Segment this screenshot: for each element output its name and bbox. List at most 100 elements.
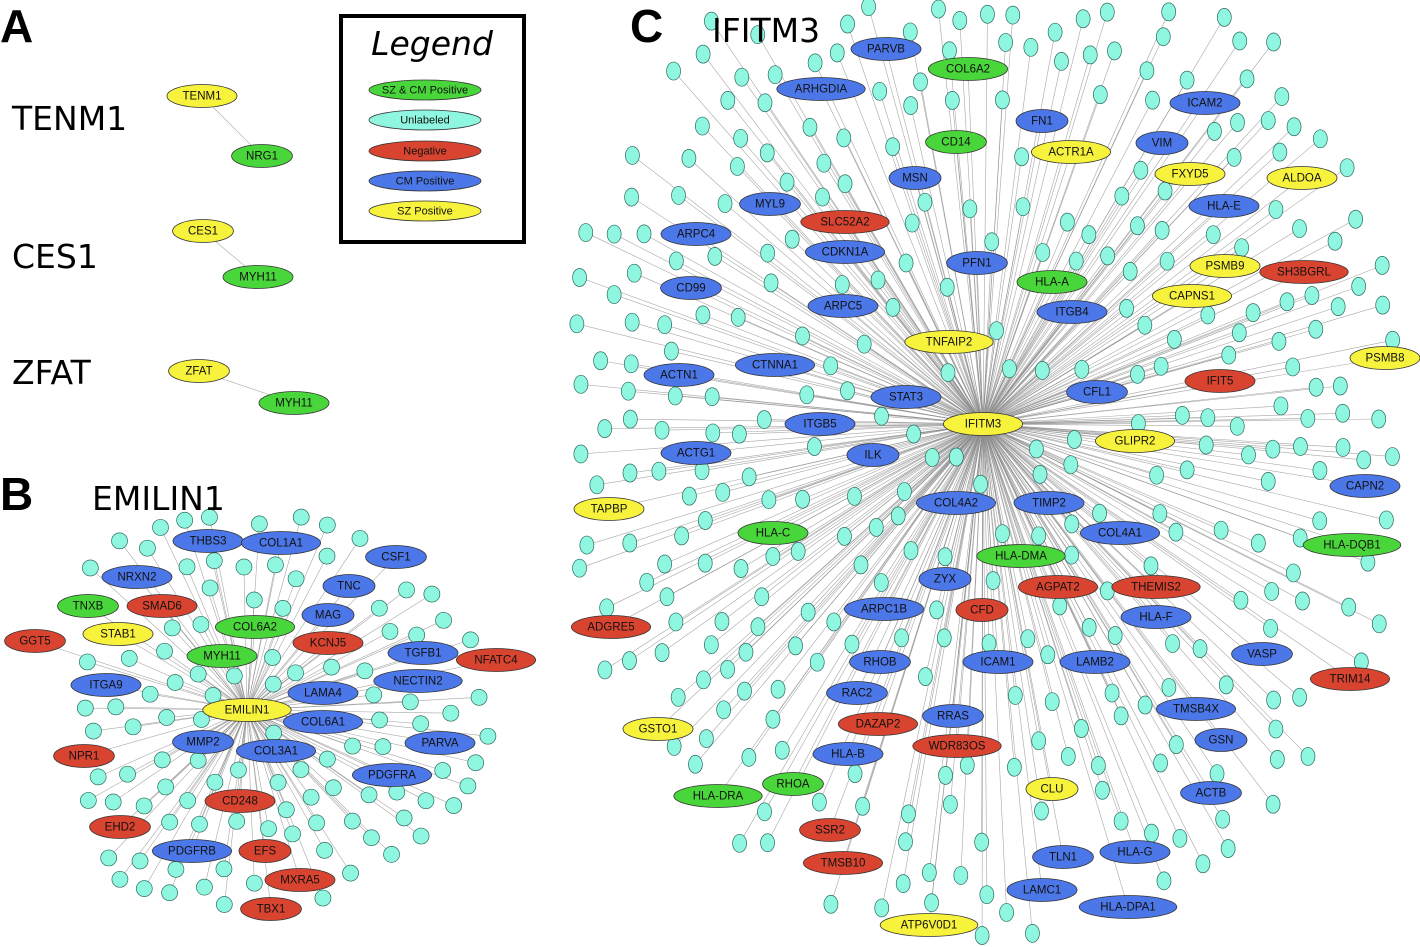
unlabeled-node[interactable] [215,896,233,913]
node-glipr2[interactable]: GLIPR2 [1095,429,1176,453]
unlabeled-node[interactable] [1218,675,1234,695]
unlabeled-node[interactable] [1020,629,1036,649]
unlabeled-node[interactable] [754,587,770,607]
unlabeled-node[interactable] [654,420,670,440]
unlabeled-node[interactable] [267,556,284,574]
unlabeled-node[interactable] [1168,522,1184,542]
unlabeled-node[interactable] [811,792,827,812]
unlabeled-node[interactable] [1081,225,1097,244]
unlabeled-node[interactable] [284,825,301,843]
unlabeled-node[interactable] [205,552,223,570]
unlabeled-node[interactable] [666,61,681,81]
unlabeled-node[interactable] [111,870,129,888]
node-slc52a2[interactable]: SLC52A2 [800,210,890,234]
unlabeled-node[interactable] [756,410,772,429]
unlabeled-node[interactable] [816,153,832,173]
node-tnc[interactable]: TNC [322,574,376,598]
node-stat3[interactable]: STAT3 [870,385,942,409]
unlabeled-node[interactable] [1149,465,1164,485]
node-rac2[interactable]: RAC2 [826,681,888,705]
unlabeled-node[interactable] [1161,678,1177,697]
unlabeled-node[interactable] [1092,503,1107,523]
unlabeled-node[interactable] [606,224,622,244]
node-zyx[interactable]: ZYX [918,567,972,591]
unlabeled-node[interactable] [962,199,978,219]
node-timp2[interactable]: TIMP2 [1013,491,1085,515]
unlabeled-node[interactable] [277,801,295,819]
node-nrxn2[interactable]: NRXN2 [101,565,173,589]
node-vim[interactable]: VIM [1135,131,1189,155]
unlabeled-node[interactable] [141,685,159,703]
unlabeled-node[interactable] [1092,85,1108,104]
node-rhob[interactable]: RHOB [849,650,911,674]
node-mmp2[interactable]: MMP2 [172,730,234,754]
node-rras[interactable]: RRAS [922,704,984,728]
unlabeled-node[interactable] [917,192,933,212]
unlabeled-node[interactable] [906,424,922,444]
unlabeled-node[interactable] [467,754,485,772]
unlabeled-node[interactable] [823,356,839,376]
unlabeled-node[interactable] [704,387,720,407]
unlabeled-node[interactable] [1060,747,1076,766]
unlabeled-node[interactable] [974,926,990,945]
unlabeled-node[interactable] [374,738,392,755]
unlabeled-node[interactable] [1119,299,1134,318]
unlabeled-node[interactable] [381,623,399,640]
node-vasp[interactable]: VASP [1231,642,1293,666]
node-tnxb[interactable]: TNXB [57,594,119,618]
unlabeled-node[interactable] [625,146,640,165]
unlabeled-node[interactable] [896,482,912,501]
unlabeled-node[interactable] [459,777,477,795]
unlabeled-node[interactable] [1091,756,1106,775]
unlabeled-node[interactable] [733,559,749,578]
unlabeled-node[interactable] [572,268,587,287]
unlabeled-node[interactable] [733,128,749,148]
unlabeled-node[interactable] [80,792,97,809]
hub-tenm1[interactable]: TENM1 [166,84,238,108]
unlabeled-node[interactable] [1099,2,1115,22]
unlabeled-node[interactable] [873,573,889,592]
unlabeled-node[interactable] [995,524,1010,544]
unlabeled-node[interactable] [750,25,766,45]
unlabeled-node[interactable] [738,642,754,662]
unlabeled-node[interactable] [158,709,175,726]
unlabeled-node[interactable] [1245,303,1261,322]
unlabeled-node[interactable] [1213,520,1229,540]
unlabeled-node[interactable] [999,903,1014,922]
node-npr1[interactable]: NPR1 [53,744,115,768]
unlabeled-node[interactable] [836,128,852,148]
unlabeled-node[interactable] [1159,251,1175,271]
unlabeled-node[interactable] [1153,753,1168,773]
unlabeled-node[interactable] [1200,408,1216,428]
unlabeled-node[interactable] [984,232,1000,252]
node-msn[interactable]: MSN [888,166,942,190]
unlabeled-node[interactable] [246,874,263,892]
node-icam2[interactable]: ICAM2 [1169,91,1241,115]
node-hla-f[interactable]: HLA-F [1120,605,1192,629]
unlabeled-node[interactable] [895,874,911,893]
unlabeled-node[interactable] [423,585,441,603]
unlabeled-node[interactable] [737,681,752,701]
unlabeled-node[interactable] [1029,439,1044,459]
unlabeled-node[interactable] [939,277,955,297]
unlabeled-node[interactable] [1308,377,1324,397]
unlabeled-node[interactable] [1107,626,1123,645]
unlabeled-node[interactable] [371,599,388,617]
unlabeled-node[interactable] [1232,31,1248,51]
unlabeled-node[interactable] [1031,526,1047,546]
unlabeled-node[interactable] [119,765,136,783]
node-myh11[interactable]: MYH11 [186,644,258,668]
unlabeled-node[interactable] [1300,747,1316,766]
unlabeled-node[interactable] [308,814,325,832]
node-tnfaip2[interactable]: TNFAIP2 [904,330,994,354]
node-actn1[interactable]: ACTN1 [643,363,715,387]
unlabeled-node[interactable] [695,44,711,64]
hub-ifitm3[interactable]: IFITM3 [943,412,1024,436]
unlabeled-node[interactable] [1137,315,1153,335]
unlabeled-node[interactable] [573,374,589,394]
unlabeled-node[interactable] [1054,52,1069,71]
unlabeled-node[interactable] [757,93,773,113]
unlabeled-node[interactable] [800,602,816,622]
unlabeled-node[interactable] [1215,809,1231,829]
unlabeled-node[interactable] [1074,359,1090,379]
